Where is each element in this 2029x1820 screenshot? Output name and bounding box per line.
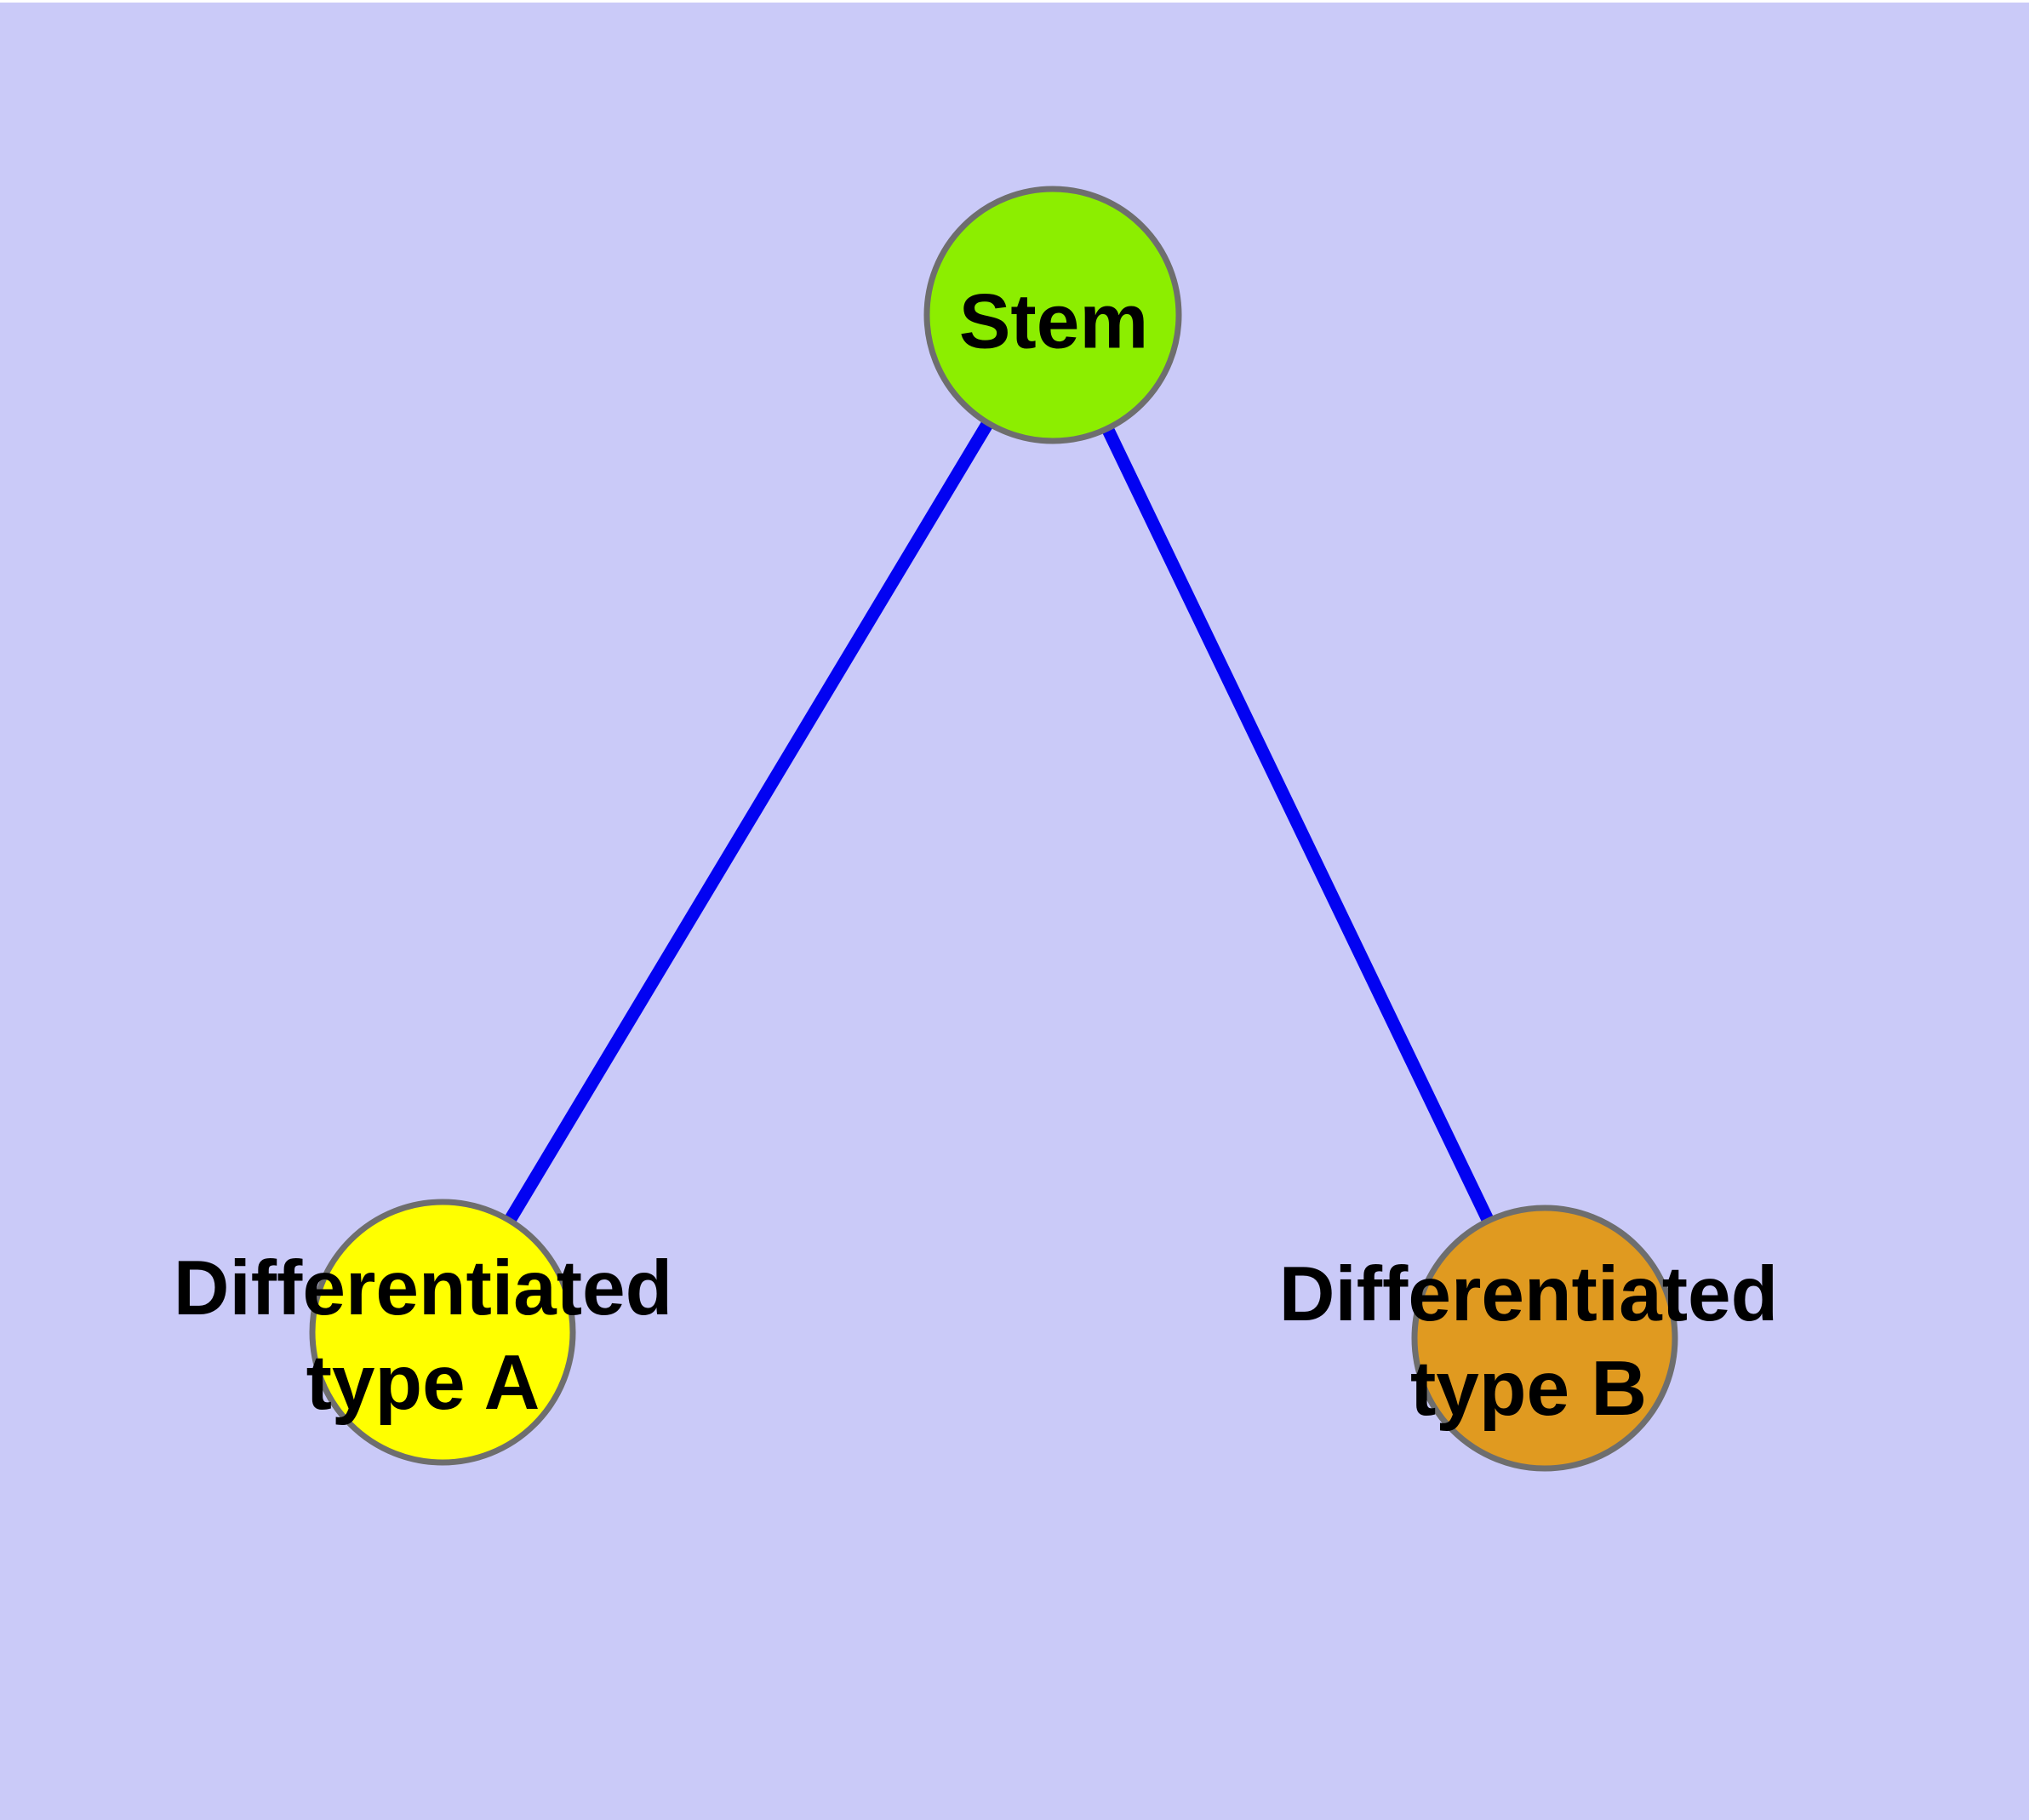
- node-label-type-b: Differentiated type B: [1279, 1247, 1779, 1436]
- node-label-type-b-line2: type B: [1409, 1346, 1648, 1432]
- node-label-stem-text: Stem: [958, 278, 1149, 365]
- edge-stem-to-type-b: [1047, 312, 1551, 1342]
- node-label-type-a-line2: type A: [306, 1340, 540, 1426]
- node-label-stem: Stem: [959, 275, 1149, 369]
- node-label-type-a-line1: Differentiated: [173, 1245, 673, 1331]
- node-label-type-a: Differentiated type A: [174, 1241, 673, 1430]
- edge-stem-to-type-a: [437, 312, 1059, 1336]
- node-label-type-b-line1: Differentiated: [1278, 1251, 1779, 1337]
- node-stem: [923, 186, 1182, 444]
- node-differentiated-type-b: [1411, 1205, 1678, 1472]
- node-differentiated-type-a: [309, 1199, 576, 1466]
